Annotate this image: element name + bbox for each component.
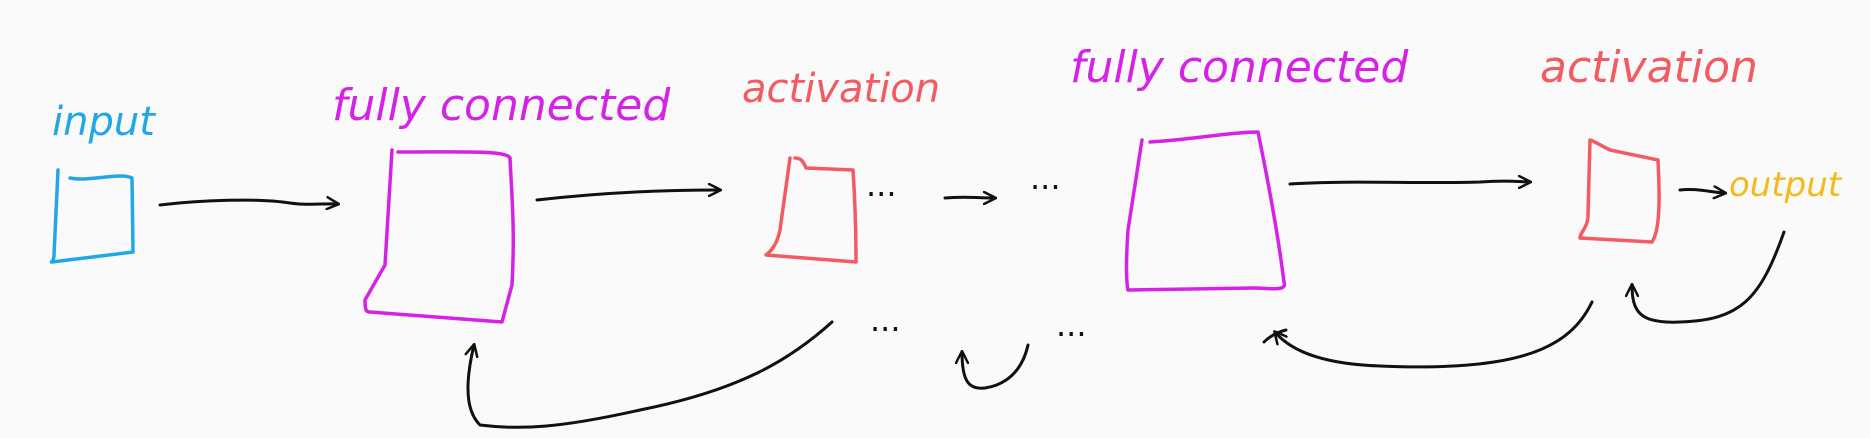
label-input: input [52,99,156,145]
label-activation-2: activation [1540,42,1758,93]
back-arrow-act2-to-fc2 [1275,300,1594,369]
activation-box-1 [764,156,858,264]
back-arrow-small-loop [962,343,1030,390]
fully-connected-box-2 [1124,130,1287,292]
label-fully-connected-2: fully connected [1070,42,1409,93]
ellipsis-middle-top-right: ··· [1030,168,1061,206]
ellipsis-middle-top: ··· [866,175,897,213]
arrow-act1-to-ellipsis [943,197,995,198]
ellipsis-bottom-left: ··· [870,310,901,348]
arrow-act2-to-output [1678,189,1725,193]
arrow-input-to-fc1 [158,200,338,205]
fully-connected-box-1 [363,148,516,324]
ellipsis-bottom-right: ··· [1056,315,1087,353]
tick-mark-fc2 [1262,328,1288,344]
arrow-fc1-to-act1 [535,190,720,202]
label-activation-1: activation [742,66,940,112]
back-arrow-output-to-act2 [1632,230,1786,324]
arrow-fc2-to-act2 [1288,181,1530,184]
back-arrow-act1-to-fc1 [468,320,834,429]
label-output: output [1729,165,1843,205]
activation-box-2 [1578,138,1661,244]
input-box [49,168,135,264]
label-fully-connected-1: fully connected [332,80,671,131]
